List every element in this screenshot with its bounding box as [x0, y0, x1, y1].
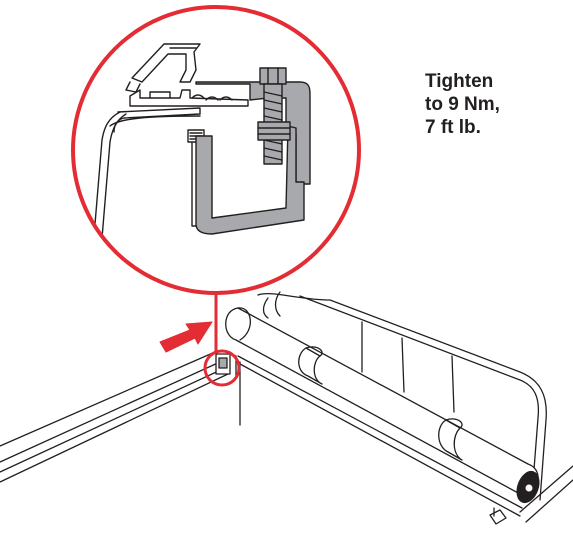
clamp-icon [195, 67, 311, 235]
bed-cap [113, 107, 201, 133]
torque-instruction-line-1: Tighten [425, 71, 494, 92]
tonneau-scene [0, 291, 573, 525]
bed-rail-front [0, 351, 216, 447]
clamp-body [195, 81, 311, 185]
detail-view [71, 5, 361, 295]
push-arrow-icon [159, 321, 213, 353]
right-bracket [489, 509, 507, 525]
roll-strap-left [298, 347, 323, 385]
cab-inner-curve [262, 297, 269, 319]
roll-strap-right [438, 419, 463, 461]
cab-outline [257, 292, 547, 501]
cover-clip [131, 43, 201, 83]
torque-instruction-line-3: 7 ft lb. [425, 117, 481, 138]
clamp-nut [257, 121, 291, 141]
torque-instruction: Tighten to 9 Nm, 7 ft lb. [425, 70, 500, 139]
rail-profile [129, 89, 249, 107]
clamp-bolt-head [259, 67, 287, 85]
detail-circle [71, 5, 361, 295]
clamp-lower-jaw [195, 125, 305, 235]
detail-highlight-circle [203, 349, 241, 387]
bed-wall-outer [91, 111, 121, 261]
rolled-cover [225, 307, 539, 495]
torque-instruction-line-2: to 9 Nm, [425, 94, 500, 115]
